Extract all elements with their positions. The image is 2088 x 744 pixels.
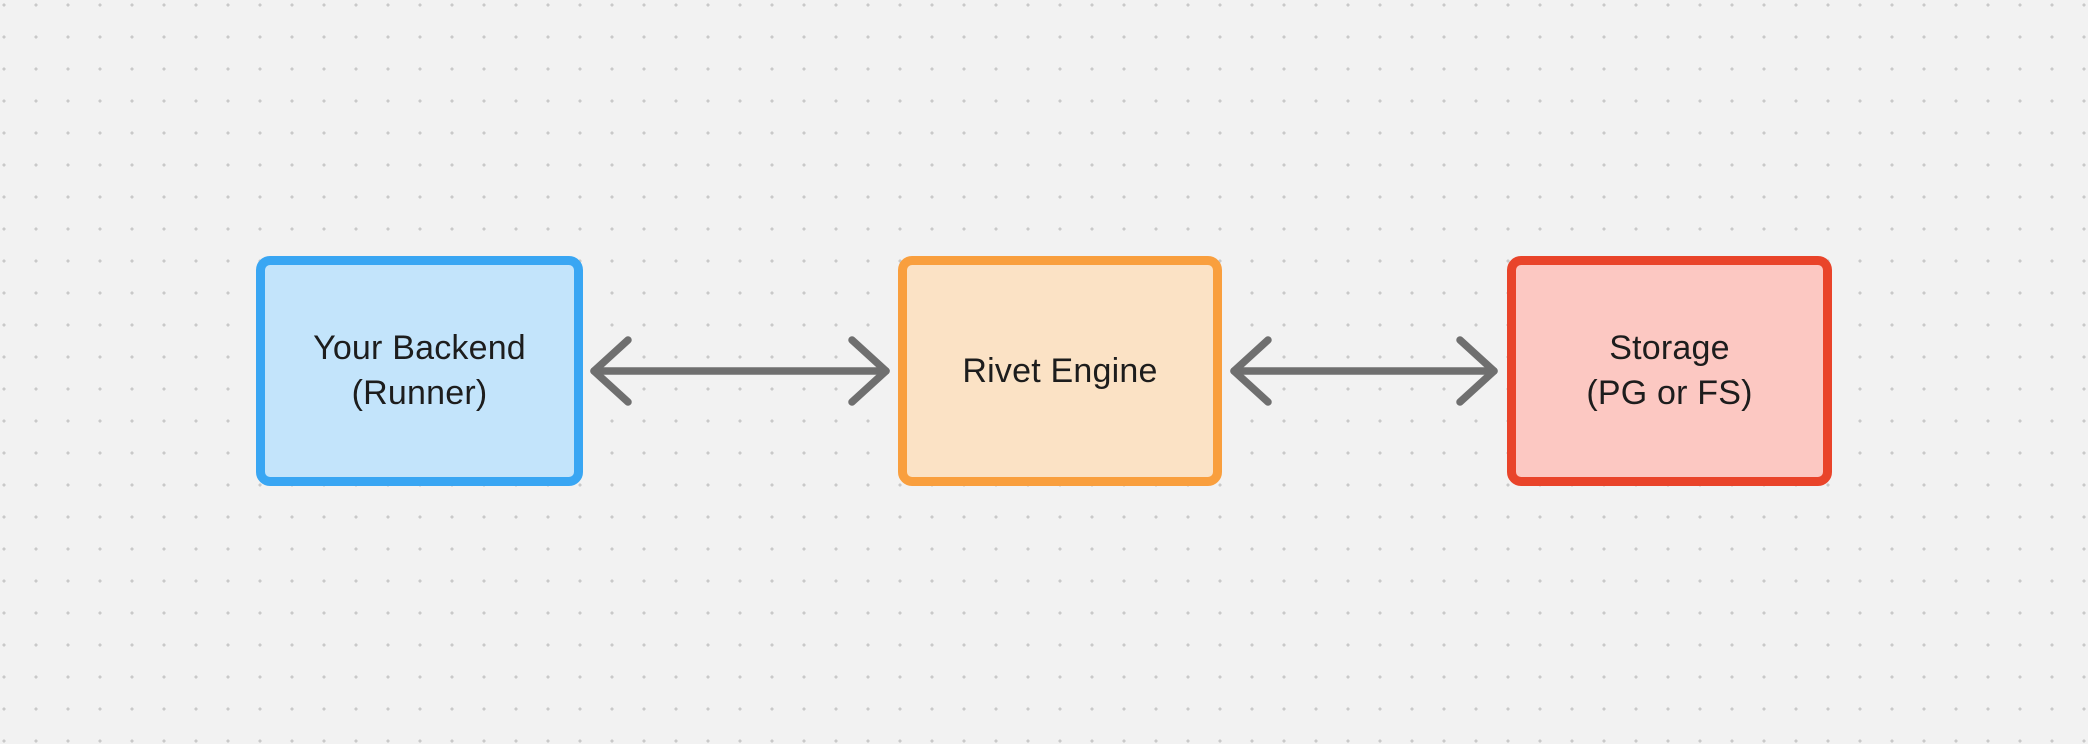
label-line-1: Storage: [1609, 329, 1730, 367]
arrowhead-right-icon: [848, 336, 890, 406]
arrow-engine-storage: [1230, 336, 1498, 406]
node-storage-label: Storage (PG or FS): [1586, 326, 1752, 416]
node-your-backend-label: Your Backend (Runner): [313, 326, 526, 416]
node-rivet-engine-label: Rivet Engine: [962, 349, 1157, 394]
arrowhead-left-icon: [1230, 336, 1272, 406]
arrow-backend-engine: [590, 336, 890, 406]
node-rivet-engine: Rivet Engine: [898, 256, 1222, 486]
label-line-2: (Runner): [351, 374, 488, 412]
node-storage: Storage (PG or FS): [1507, 256, 1832, 486]
arrowhead-left-icon: [590, 336, 632, 406]
label-line-2: (PG or FS): [1586, 374, 1753, 412]
label-line-1: Rivet Engine: [962, 351, 1158, 390]
node-your-backend: Your Backend (Runner): [256, 256, 583, 486]
label-line-1: Your Backend: [313, 329, 526, 367]
arrowhead-right-icon: [1456, 336, 1498, 406]
